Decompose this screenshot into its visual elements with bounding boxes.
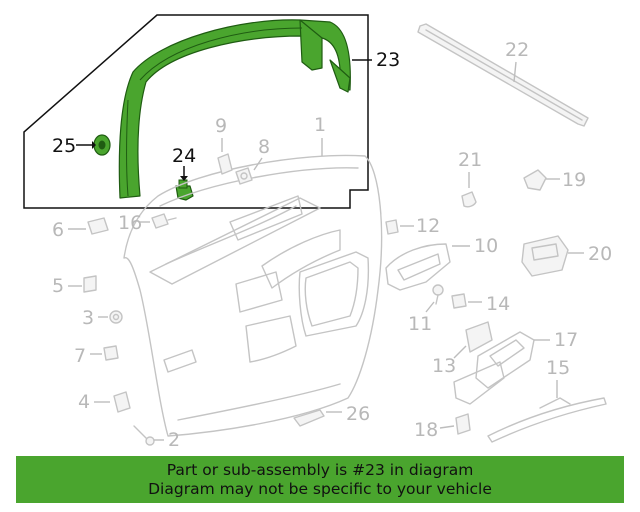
- part-25-grommet[interactable]: [93, 134, 111, 156]
- part-16-screw[interactable]: [151, 213, 177, 229]
- part-2-screw[interactable]: [133, 425, 155, 446]
- part-11-screw[interactable]: [432, 284, 444, 305]
- callout-10: 10: [474, 235, 498, 257]
- callout-9: 9: [215, 115, 227, 137]
- callout-24: 24: [172, 145, 196, 167]
- part-6-retainer[interactable]: [87, 217, 109, 235]
- callout-26: 26: [346, 403, 370, 425]
- callout-17: 17: [554, 329, 578, 351]
- callout-1: 1: [314, 114, 326, 136]
- callout-15: 15: [546, 357, 570, 379]
- part-10-handle[interactable]: [385, 243, 451, 291]
- callout-23: 23: [376, 49, 400, 71]
- parts-diagram: 23 25 24 22 1 9 8 2: [23, 14, 612, 451]
- part-1-door-panel[interactable]: [123, 154, 383, 437]
- callout-7: 7: [74, 345, 86, 367]
- callout-5: 5: [52, 275, 64, 297]
- callout-16: 16: [118, 212, 142, 234]
- callout-8: 8: [258, 136, 270, 158]
- part-26-bracket[interactable]: [293, 409, 325, 427]
- part-23-molding[interactable]: [118, 19, 351, 199]
- callout-4: 4: [78, 391, 90, 413]
- part-5-pad[interactable]: [83, 275, 97, 293]
- callout-21: 21: [458, 149, 482, 171]
- part-9-bracket[interactable]: [217, 153, 233, 175]
- part-19-switch[interactable]: [523, 169, 547, 191]
- part-15-trim-strip[interactable]: [487, 397, 607, 443]
- banner-line-2: Diagram may not be specific to your vehi…: [148, 480, 492, 498]
- part-21-plug[interactable]: [461, 191, 477, 208]
- banner-line-1: Part or sub-assembly is #23 in diagram: [166, 461, 474, 479]
- callout-14: 14: [486, 293, 510, 315]
- part-4-bracket[interactable]: [113, 391, 131, 413]
- part-13-bezel[interactable]: [465, 321, 493, 353]
- part-20-switch-panel[interactable]: [521, 235, 569, 277]
- part-3-nut[interactable]: [109, 310, 123, 324]
- callout-3: 3: [82, 307, 94, 329]
- part-7-clip[interactable]: [103, 345, 119, 361]
- callout-25: 25: [52, 135, 76, 157]
- part-8-screw[interactable]: [235, 167, 253, 185]
- callout-2: 2: [168, 429, 180, 451]
- callout-12: 12: [416, 215, 440, 237]
- callout-18: 18: [414, 419, 438, 441]
- callout-22: 22: [505, 39, 529, 61]
- part-17-switch-bezel[interactable]: [453, 331, 535, 405]
- part-14-clip[interactable]: [451, 293, 467, 309]
- part-12-clip[interactable]: [385, 219, 399, 235]
- part-22-belt-molding[interactable]: [417, 23, 589, 127]
- part-18-clip[interactable]: [455, 413, 471, 435]
- callout-13: 13: [432, 355, 456, 377]
- callout-20: 20: [588, 243, 612, 265]
- info-banner: Part or sub-assembly is #23 in diagram D…: [16, 456, 624, 503]
- callout-11: 11: [408, 313, 432, 335]
- callout-19: 19: [562, 169, 586, 191]
- callout-6: 6: [52, 219, 64, 241]
